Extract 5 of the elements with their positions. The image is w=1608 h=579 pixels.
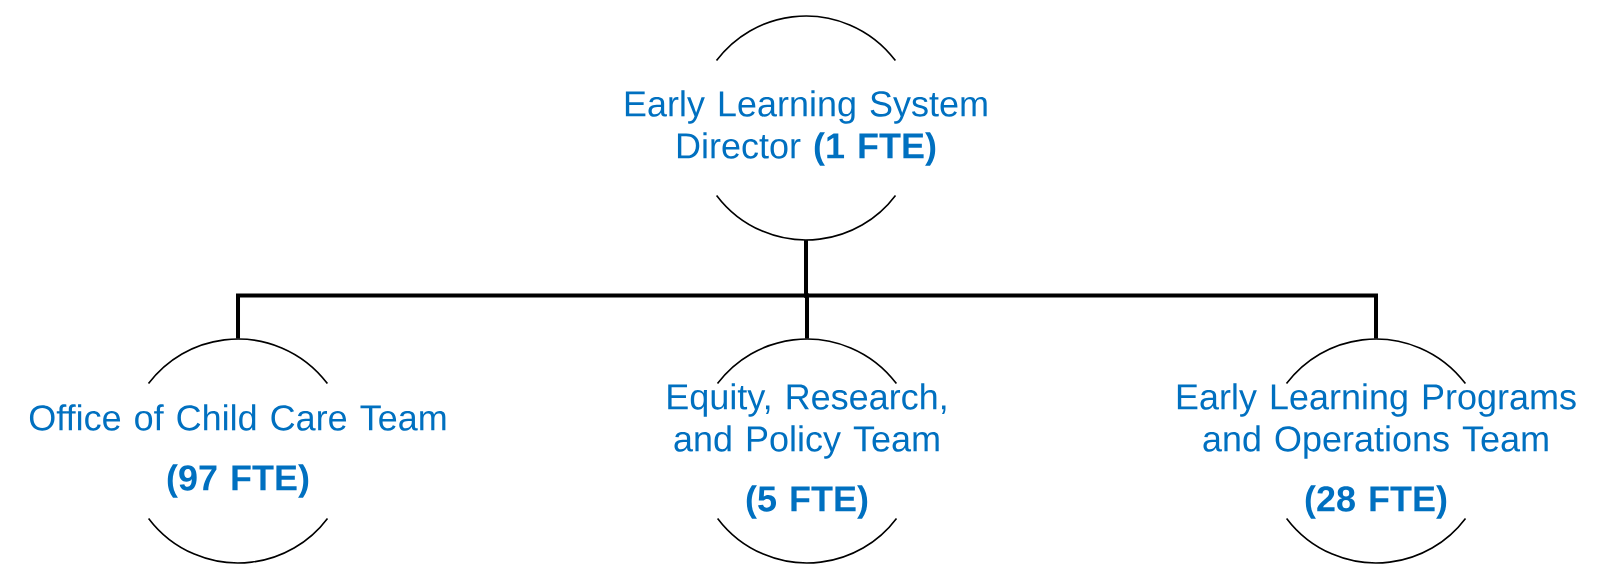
- connector-line: [804, 240, 1378, 339]
- team-node: Equity, Research, and Policy Team (5 FTE): [668, 338, 946, 564]
- team-node: Office of Child Care Team (97 FTE): [29, 338, 446, 564]
- team-node: Early Learning Programs and Operations Team (28 FTE): [1177, 338, 1576, 564]
- team-node: Early Learning System Director (1 FTE): [625, 15, 987, 241]
